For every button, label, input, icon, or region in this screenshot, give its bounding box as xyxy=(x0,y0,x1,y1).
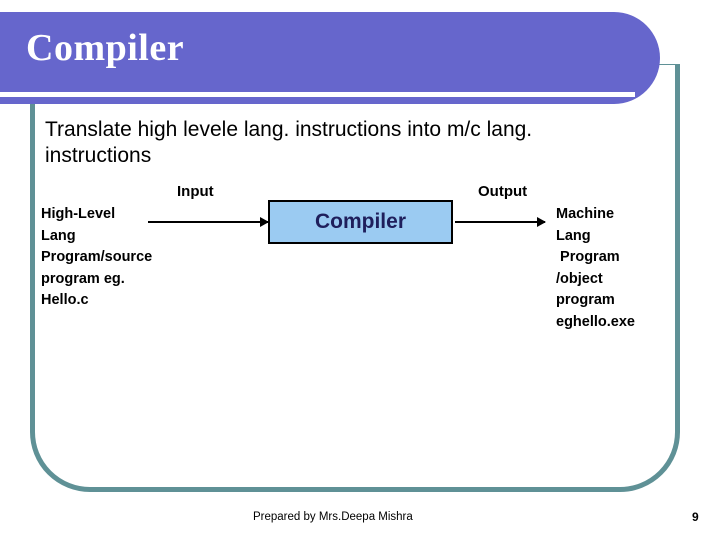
footer-credit: Prepared by Mrs.Deepa Mishra xyxy=(253,511,413,523)
source-program-text: High-Level Lang Program/source program e… xyxy=(41,206,153,308)
page-number: 9 xyxy=(692,510,699,524)
input-label: Input xyxy=(177,183,214,200)
object-program-text: Machine Lang Program /object program egh… xyxy=(556,206,635,330)
title-banner xyxy=(0,12,660,104)
compiler-process-box-label: Compiler xyxy=(314,210,406,233)
input-arrow-icon xyxy=(148,217,269,227)
output-label: Output xyxy=(478,183,528,200)
page-title: Compiler xyxy=(26,27,185,69)
body-paragraph: Translate high levele lang. instructions… xyxy=(45,118,533,167)
compiler-process-box: Compiler xyxy=(268,200,453,244)
title-banner-rule xyxy=(0,92,635,97)
output-arrow-icon xyxy=(455,217,546,227)
